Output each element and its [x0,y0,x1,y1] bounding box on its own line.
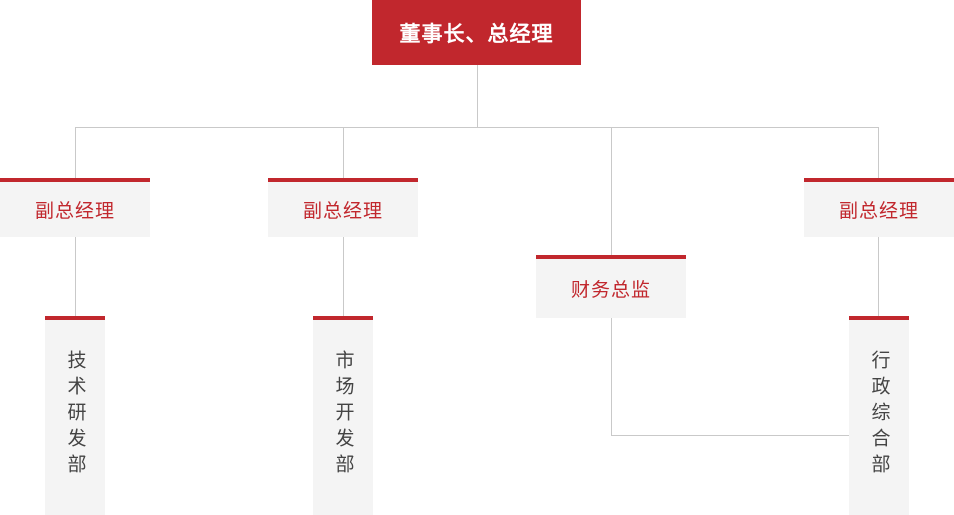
node-label: 副总经理 [34,201,115,222]
connector-drop-vp-admin [878,127,879,178]
connector-drop-vp-market [343,127,344,178]
connector-cfo-down [611,318,612,435]
connector-vp-admin-to-dept [878,237,879,316]
node-vice-general-manager-tech[interactable]: 副总经理 [0,178,150,237]
node-vice-general-manager-admin[interactable]: 副总经理 [804,178,954,237]
node-label: 副总经理 [302,201,383,222]
node-label: 技术研发部 [64,350,86,480]
connector-level2-bus [75,127,879,128]
connector-vp-market-to-dept [343,237,344,316]
connector-drop-vp-tech [75,127,76,178]
node-financial-director[interactable]: 财务总监 [536,255,686,318]
node-label: 行政综合部 [868,350,890,480]
connector-drop-cfo [611,127,612,255]
connector-vp-tech-to-dept [75,237,76,316]
connector-root-stem [477,65,478,127]
connector-cfo-to-admin-dept [611,435,850,436]
node-label: 董事长、总经理 [399,22,554,46]
node-label: 市场开发部 [332,350,354,480]
node-dept-market-development[interactable]: 市场开发部 [313,316,373,515]
node-label: 财务总监 [570,280,651,301]
node-chairman-general-manager[interactable]: 董事长、总经理 [372,0,581,65]
node-label: 副总经理 [838,201,919,222]
node-dept-administration[interactable]: 行政综合部 [849,316,909,515]
node-dept-tech-rd[interactable]: 技术研发部 [45,316,105,515]
node-vice-general-manager-market[interactable]: 副总经理 [268,178,418,237]
